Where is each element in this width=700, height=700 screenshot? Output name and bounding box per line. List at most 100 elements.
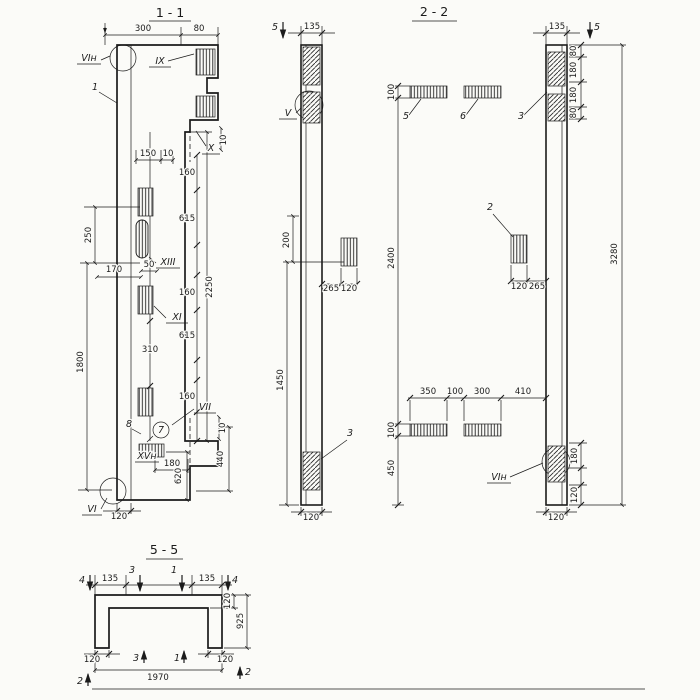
channel-profile — [94, 594, 223, 649]
dim-120-leg-left: 120 — [84, 655, 100, 665]
outline-5-5 — [94, 594, 223, 649]
label-vin: VIн — [491, 472, 507, 483]
leader-lines-1-1 — [77, 53, 220, 516]
dim-135-right: 135 — [549, 22, 565, 32]
dim-615-b: 615 — [179, 331, 195, 341]
label-vin-top: VIн — [81, 53, 97, 64]
dim-300: 300 — [474, 387, 490, 397]
mesh-upper — [137, 187, 154, 217]
dim-2400: 2400 — [387, 247, 397, 269]
label-x: X — [207, 143, 215, 154]
dim-180-a: 180 — [569, 62, 579, 78]
mesh-pos-2 — [510, 234, 528, 264]
dim-100-chain: 100 — [447, 387, 463, 397]
dim-265-left: 265 — [323, 284, 339, 294]
label-pos-5: 5 — [403, 111, 409, 122]
dim-170: 170 — [106, 265, 122, 275]
dim-10-top: 10 — [219, 135, 229, 146]
mesh-ix — [195, 48, 216, 76]
dim-120-foot-right: 120 — [548, 513, 564, 523]
mesh-top-right-2 — [195, 95, 216, 118]
dim-450: 450 — [387, 460, 397, 476]
cut-mark-5-right: 5 — [594, 22, 600, 33]
label-pos-3-top: 3 — [518, 111, 524, 122]
dim-1970: 1970 — [147, 673, 169, 683]
left-rib — [300, 44, 323, 506]
dim-80-a: 80 — [569, 46, 579, 57]
meshes-1-1 — [135, 48, 216, 458]
label-pos-2: 2 — [487, 202, 493, 213]
cut-mark-2-right: 2 — [245, 667, 251, 678]
label-vii: VII — [199, 402, 211, 413]
detail-circle-vi-bottom — [99, 477, 127, 505]
dim-135-left: 135 — [102, 574, 118, 584]
dim-160-a: 160 — [179, 168, 195, 178]
dim-150: 150 — [140, 149, 156, 159]
dim-120-foot-left: 120 — [303, 513, 319, 523]
label-xiii: XIII — [160, 257, 176, 268]
mesh-middle — [137, 285, 154, 315]
dim-350: 350 — [420, 387, 436, 397]
cut-mark-4-left: 4 — [79, 575, 85, 586]
dim-lines-1-1 — [78, 23, 233, 515]
mesh-lower — [137, 387, 154, 417]
meshes-2-2 — [302, 46, 566, 491]
dim-250: 250 — [84, 227, 94, 243]
dim-925: 925 — [236, 613, 246, 629]
dim-265-right: 265 — [529, 282, 545, 292]
dim-180-bottom: 180 — [570, 448, 580, 464]
leader-lines-2-2 — [279, 91, 548, 484]
section-1-1: 1 - 1 — [75, 4, 233, 523]
cut-mark-1-bottom: 1 — [174, 653, 180, 664]
label-pos-6: 6 — [460, 111, 466, 122]
cut-mark-3-top: 3 — [129, 565, 135, 576]
lifting-loop — [135, 219, 149, 259]
dim-310: 310 — [142, 345, 158, 355]
cut-mark-4-right: 4 — [232, 575, 238, 586]
label-pos-7: 7 — [158, 425, 164, 436]
dim-440: 440 — [216, 451, 226, 467]
dim-135-right: 135 — [199, 574, 215, 584]
dim-620: 620 — [174, 468, 184, 484]
dim-1800: 1800 — [76, 351, 86, 373]
label-pos-1: 1 — [92, 82, 98, 93]
cut-mark-1-top: 1 — [171, 565, 177, 576]
dim-80-b: 80 — [569, 108, 579, 119]
mesh-pos-5 — [409, 85, 448, 99]
mesh-pos-6 — [463, 85, 502, 99]
section-1-1-title: 1 - 1 — [156, 5, 184, 20]
mesh-xvn — [138, 443, 165, 458]
dim-135-left: 135 — [304, 22, 320, 32]
dim-410: 410 — [515, 387, 531, 397]
dim-160-c: 160 — [179, 392, 195, 402]
dim-2250: 2250 — [205, 276, 215, 298]
right-rib — [545, 44, 568, 506]
section-5-5: 5 - 5 — [76, 541, 645, 690]
dim-lines-5-5 — [84, 575, 645, 690]
dim-200: 200 — [282, 232, 292, 248]
section-2-2: 2 - 2 — [271, 3, 626, 524]
section-5-5-title: 5 - 5 — [150, 542, 178, 557]
dim-120-leg-right: 120 — [217, 655, 233, 665]
dim-120-mid-right: 120 — [511, 282, 527, 292]
outline-2-2 — [294, 44, 571, 506]
label-xi: XI — [171, 312, 182, 323]
dim-120-bottom: 120 — [111, 512, 127, 522]
dim-10-rib: 10 — [163, 149, 174, 159]
dim-300: 300 — [135, 24, 151, 34]
dim-180-b: 180 — [569, 87, 579, 103]
section-2-2-title: 2 - 2 — [420, 4, 448, 19]
dim-lines-2-2 — [279, 22, 626, 516]
cut-mark-5-left: 5 — [272, 22, 278, 33]
dim-100-bottom: 100 — [387, 422, 397, 438]
dim-120-flange: 120 — [223, 593, 233, 609]
dim-3280: 3280 — [610, 243, 620, 265]
label-pos-8: 8 — [126, 419, 132, 430]
cut-mark-3-bottom: 3 — [133, 653, 139, 664]
dim-120-mid-left: 120 — [341, 284, 357, 294]
dim-120-bottom-right-chain: 120 — [570, 487, 580, 503]
label-xvn: XVн — [136, 451, 156, 462]
dim-160-b: 160 — [179, 288, 195, 298]
